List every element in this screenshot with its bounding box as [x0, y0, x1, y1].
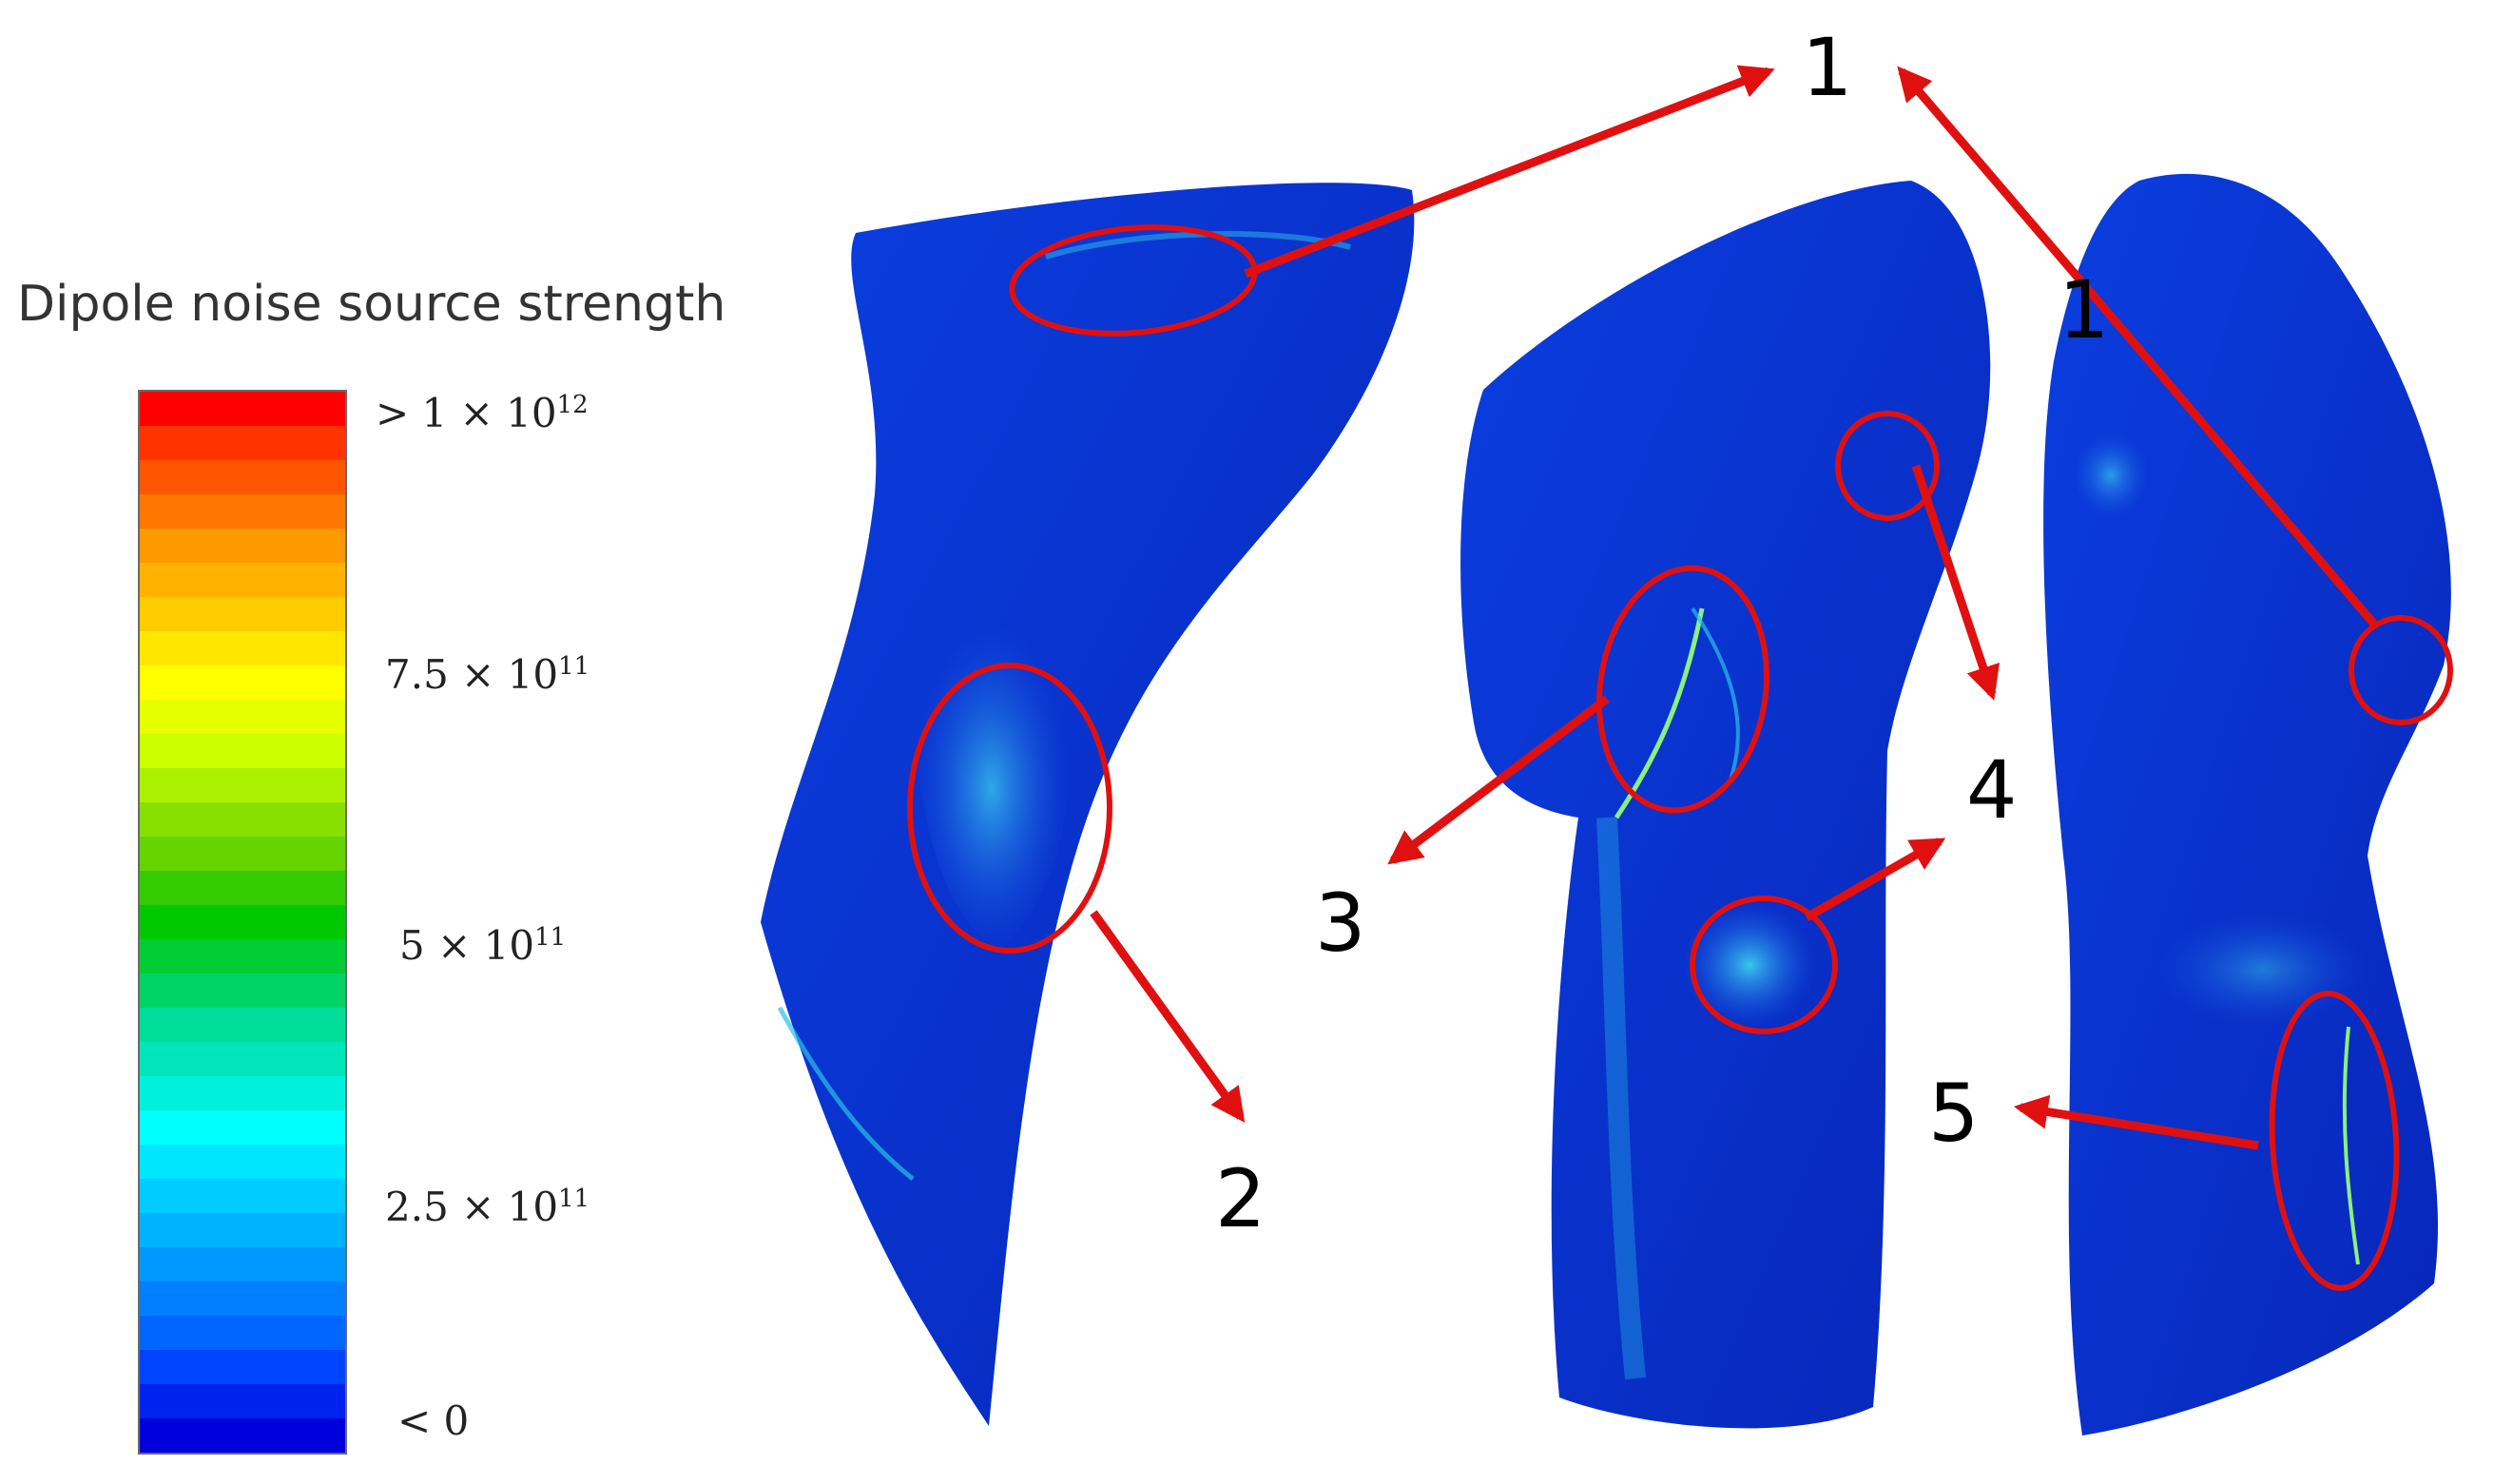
color-band: [140, 392, 345, 426]
label-5: 5: [1928, 1067, 1979, 1160]
mirror-middle-highlight: [1683, 903, 1816, 1027]
color-band: [140, 1076, 345, 1110]
color-band: [140, 631, 345, 665]
color-band: [140, 1418, 345, 1453]
color-band: [140, 1384, 345, 1418]
annotation-arrows: [1090, 65, 2381, 1150]
arrow-to-2: [1090, 910, 1246, 1123]
mirror-view-right: [2043, 173, 2451, 1436]
circle-region-4-bottom: [1690, 896, 1838, 1034]
mirror-view-middle: [1460, 181, 1991, 1429]
color-band: [140, 973, 345, 1008]
arrow-to-4-from-bottom: [1804, 838, 1946, 921]
arrow-to-5: [2013, 1094, 2259, 1150]
color-band: [140, 1247, 345, 1282]
mirror-left-highlight: [913, 626, 1071, 951]
color-band: [140, 1145, 345, 1179]
color-band: [140, 494, 345, 529]
circle-region-3: [1596, 565, 1769, 814]
legend-tick-5e11: 5 × 1011: [399, 922, 567, 969]
color-band: [140, 905, 345, 939]
arrow-to-3: [1387, 695, 1610, 865]
annotation-circles: [907, 224, 2453, 1291]
label-3: 3: [1315, 877, 1365, 970]
color-band: [140, 1042, 345, 1076]
arrow-to-1-from-right: [1897, 66, 2381, 630]
color-band: [140, 1008, 345, 1042]
mirror-left-body: [761, 183, 1415, 1426]
color-band: [140, 1213, 345, 1247]
arrow-to-4-from-top: [1911, 464, 2000, 701]
color-band: [140, 665, 345, 700]
legend-tick-max: > 1 × 1012: [376, 390, 589, 436]
label-1-top: 1: [1802, 21, 1852, 114]
color-band: [140, 1282, 345, 1316]
color-band: [140, 768, 345, 802]
legend-tick-7-5e11: 7.5 × 1011: [385, 651, 590, 698]
circle-region-1-right: [2349, 615, 2453, 725]
color-band: [140, 426, 345, 460]
arrow-to-1-from-left: [1244, 65, 1775, 279]
color-band: [140, 1316, 345, 1350]
color-band: [140, 597, 345, 631]
color-band: [140, 1179, 345, 1213]
label-1-right: 1: [2059, 263, 2109, 357]
color-scale-bar: [138, 390, 347, 1455]
color-band: [140, 734, 345, 768]
color-band: [140, 939, 345, 973]
legend-tick-min: < 0: [397, 1397, 470, 1444]
label-4: 4: [1966, 743, 2017, 837]
color-band: [140, 1350, 345, 1384]
legend-title: Dipole noise source strength: [17, 276, 726, 333]
circle-region-5: [2269, 991, 2400, 1291]
legend-tick-2-5e11: 2.5 × 1011: [385, 1184, 590, 1230]
color-band: [140, 563, 345, 597]
color-band: [140, 529, 345, 563]
color-band: [140, 1110, 345, 1145]
circle-region-4-top: [1835, 411, 1940, 521]
label-2: 2: [1215, 1152, 1266, 1245]
mirror-middle-body: [1460, 181, 1991, 1429]
mirror-right-body: [2043, 173, 2451, 1436]
color-band: [140, 802, 345, 837]
color-band: [140, 700, 345, 734]
mirror-view-left: [761, 183, 1415, 1426]
circle-region-2: [907, 663, 1112, 954]
color-band: [140, 871, 345, 905]
color-band: [140, 460, 345, 494]
color-band: [140, 837, 345, 871]
